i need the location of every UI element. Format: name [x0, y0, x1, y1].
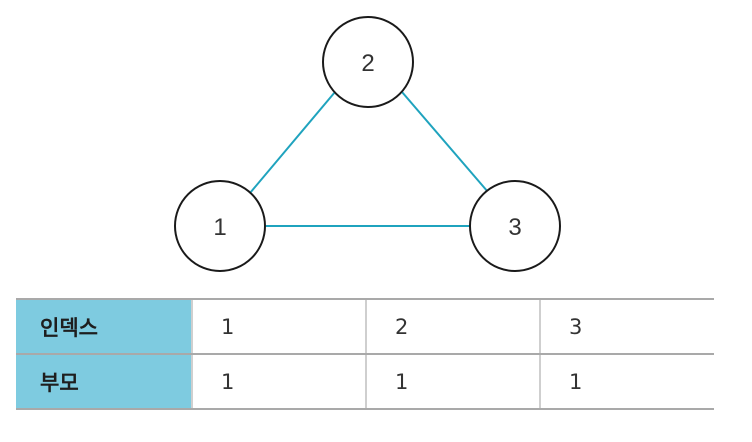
- graph-nodes: 2 1 3: [174, 16, 561, 272]
- edge-1-2: [249, 91, 336, 194]
- table-row-parent: 부모 1 1 1: [16, 353, 714, 410]
- node-2-label: 2: [361, 50, 374, 77]
- graph-edges: [249, 91, 489, 227]
- parent-cell-2: 1: [365, 353, 540, 410]
- node-2: 2: [322, 16, 414, 108]
- parent-cell-3: 1: [539, 353, 714, 410]
- node-1-circle: [174, 180, 266, 272]
- index-cell-1: 1: [191, 298, 366, 355]
- index-cell-3: 3: [539, 298, 714, 355]
- node-3-circle: [469, 180, 561, 272]
- node-1: 1: [174, 180, 266, 272]
- edge-2-3: [401, 91, 489, 193]
- node-3-label: 3: [508, 214, 521, 241]
- graph-diagram: 2 1 3: [174, 16, 561, 272]
- row-header-parent: 부모: [16, 353, 192, 410]
- node-2-circle: [322, 16, 414, 108]
- node-1-label: 1: [213, 214, 226, 241]
- parent-cell-1: 1: [191, 353, 366, 410]
- index-cell-2: 2: [365, 298, 540, 355]
- table-row-index: 인덱스 1 2 3: [16, 298, 714, 355]
- node-3: 3: [469, 180, 561, 272]
- parent-table: 인덱스 1 2 3 부모 1 1 1: [16, 298, 714, 410]
- row-header-index: 인덱스: [16, 298, 192, 355]
